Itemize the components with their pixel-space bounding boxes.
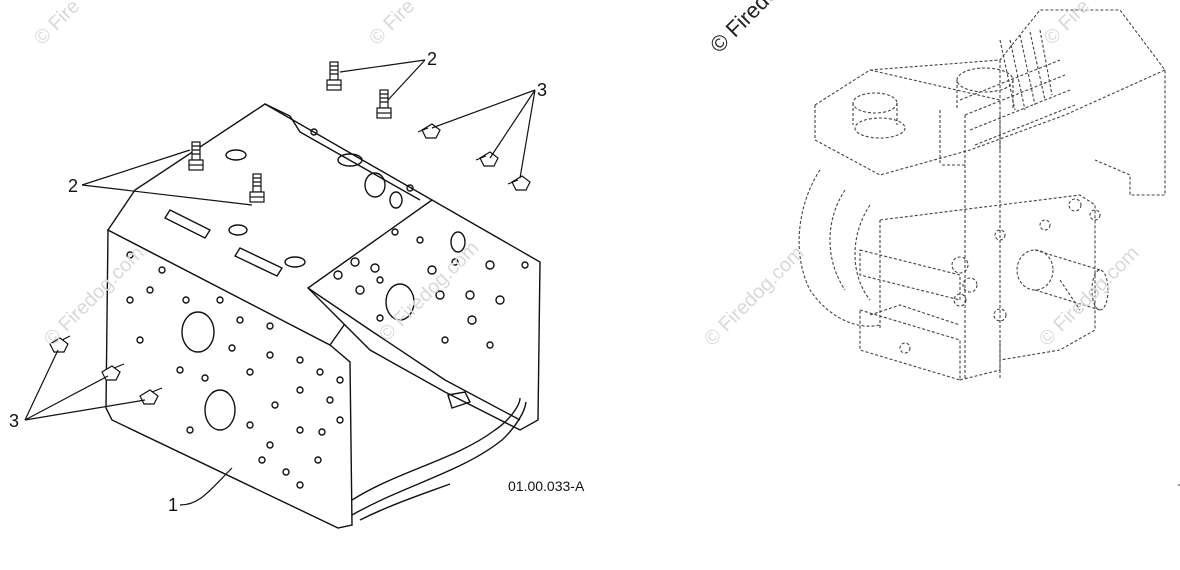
callout-3: 3 [9,411,20,431]
stud-bolt-icon [188,141,204,171]
flange-bolt-icon [507,175,531,191]
support-tube [351,397,521,501]
side-plate-holes [126,251,344,489]
callout-1: 1 [168,495,179,515]
stud-bolt-icon [326,61,342,91]
engine-outline [798,9,1166,381]
stud-bolt-icon [249,173,265,203]
frame-assembly [105,103,541,529]
part-2-studs [188,61,392,203]
callout-2: 2 [427,49,438,69]
callout-3: 3 [537,80,548,100]
flange-bolt-icon [475,151,499,167]
flange-bolt-icon [49,335,71,353]
right-panel-holes [333,228,529,349]
flange-bolt-icon [417,123,441,139]
stud-bolt-icon [376,89,392,119]
figure-reference: 01.00.033-A [508,478,585,494]
left-side-plate [105,228,353,529]
right-panel [306,199,541,431]
leader-lines [24,59,536,506]
callout-2: 2 [68,176,79,196]
